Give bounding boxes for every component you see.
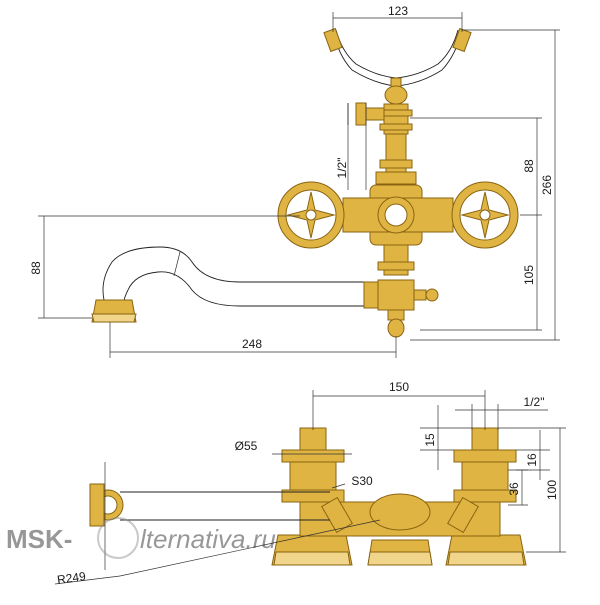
dim-105: 105 (522, 265, 536, 285)
watermark-text: lternativa.ru (140, 524, 276, 554)
dim-15: 15 (423, 433, 437, 447)
top-plan-view: 150 1/2" 15 16 36 100 (54, 380, 566, 587)
front-elevation: 123 266 88 105 1/2" 88 (29, 4, 560, 358)
dim-thread-top: 1/2" (335, 158, 349, 179)
left-connector (271, 427, 353, 566)
spout (91, 246, 439, 338)
dim-100: 100 (545, 480, 559, 500)
dim-150: 150 (389, 380, 409, 394)
dim-36: 36 (507, 482, 521, 496)
dim-88-right: 88 (522, 159, 536, 173)
left-handle (277, 181, 345, 249)
watermark-prefix: MSK- (6, 524, 72, 554)
right-handle (451, 181, 519, 249)
dim-266: 266 (540, 175, 554, 195)
mixer-body (342, 184, 454, 276)
body-column (347, 85, 417, 185)
watermark-logo-icon (97, 517, 139, 559)
plan-dimensions: 150 1/2" 15 16 36 100 (54, 380, 566, 587)
dim-248: 248 (242, 337, 262, 351)
dim-thread-plan: 1/2" (524, 395, 545, 409)
shower-holder (323, 27, 472, 89)
dim-123: 123 (388, 4, 408, 18)
plan-spout (89, 483, 330, 527)
dim-88-left: 88 (29, 261, 43, 275)
dim-diameter: Ø55 (235, 439, 258, 453)
watermark: MSK- lternativa.ru (6, 517, 276, 559)
dim-16: 16 (525, 453, 539, 467)
dim-radius: R249 (56, 569, 87, 587)
right-connector (445, 427, 527, 566)
front-dimensions: 123 266 88 105 1/2" 88 (29, 4, 560, 358)
plan-body (299, 493, 501, 566)
dim-nut: S30 (351, 474, 373, 488)
